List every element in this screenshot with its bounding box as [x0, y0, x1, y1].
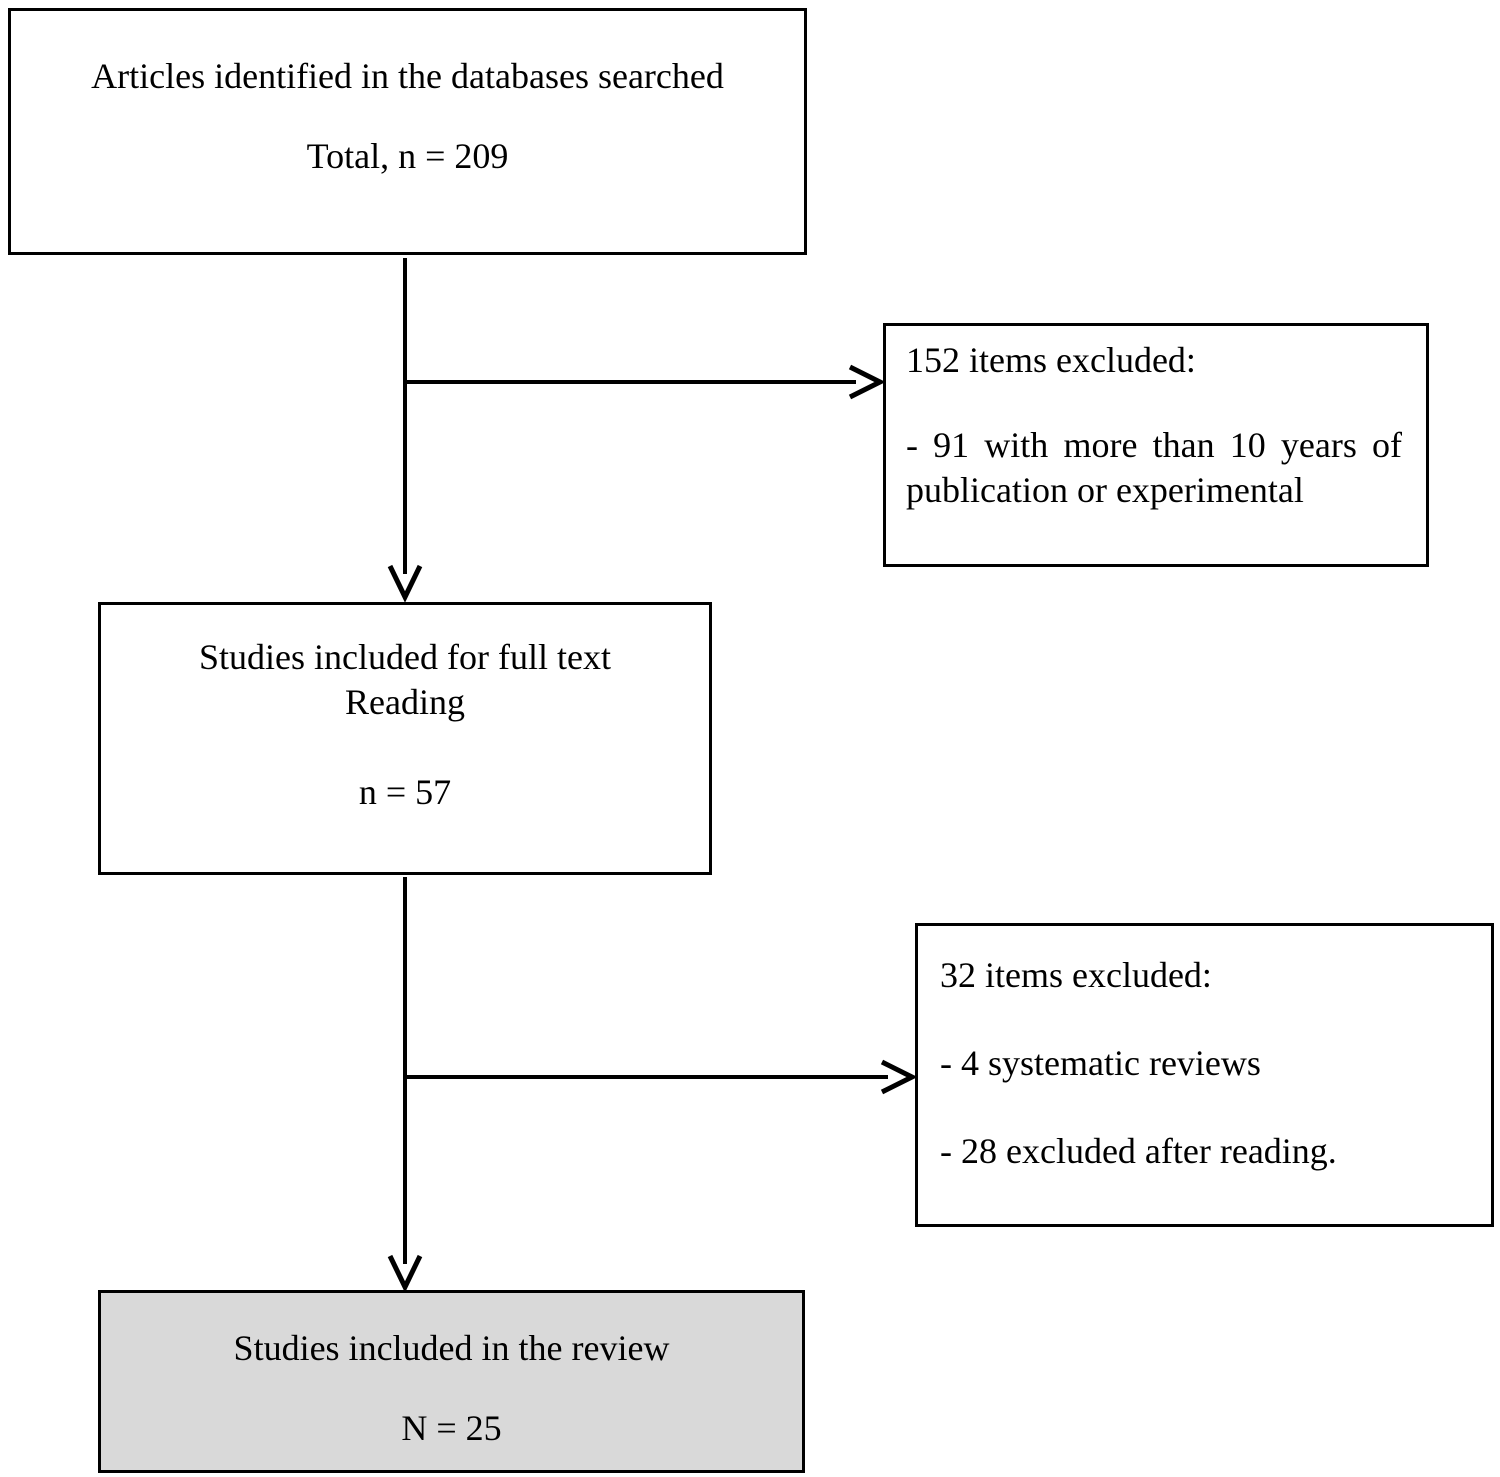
node-articles-identified-count: Total, n = 209	[306, 136, 509, 176]
node-fulltext-spacer	[101, 725, 709, 770]
node-fulltext-reading: Studies included for full text Reading n…	[98, 602, 712, 875]
node-articles-identified: Articles identified in the databases sea…	[8, 8, 807, 255]
arrow-head-to-excluded-2	[880, 1059, 918, 1095]
node-articles-identified-title: Articles identified in the databases sea…	[91, 56, 724, 96]
node-included-in-review: Studies included in the review N = 25	[98, 1290, 805, 1473]
node-excluded-32-reason-2: - 28 excluded after reading.	[940, 1131, 1337, 1171]
node-included-title: Studies included in the review	[233, 1328, 670, 1368]
node-excluded-32: 32 items excluded: - 4 systematic review…	[915, 923, 1494, 1227]
node-excluded-152-reason: - 91 with more than 10 years of publicat…	[906, 425, 1402, 510]
arrow-head-to-excluded-1	[848, 364, 886, 400]
node-fulltext-count: n = 57	[358, 772, 452, 812]
node-fulltext-title-line2: Reading	[345, 682, 465, 722]
node-excluded-32-reason-1: - 4 systematic reviews	[940, 1043, 1261, 1083]
node-excluded-32-title: 32 items excluded:	[940, 955, 1212, 995]
node-fulltext-title-line1: Studies included for full text	[199, 637, 611, 677]
node-included-count: N = 25	[401, 1408, 502, 1448]
arrow-head-fulltext-to-included	[387, 1254, 423, 1293]
node-excluded-152: 152 items excluded: - 91 with more than …	[883, 323, 1429, 567]
arrow-head-identified-to-fulltext	[387, 564, 423, 603]
node-excluded-152-title: 152 items excluded:	[906, 340, 1196, 380]
